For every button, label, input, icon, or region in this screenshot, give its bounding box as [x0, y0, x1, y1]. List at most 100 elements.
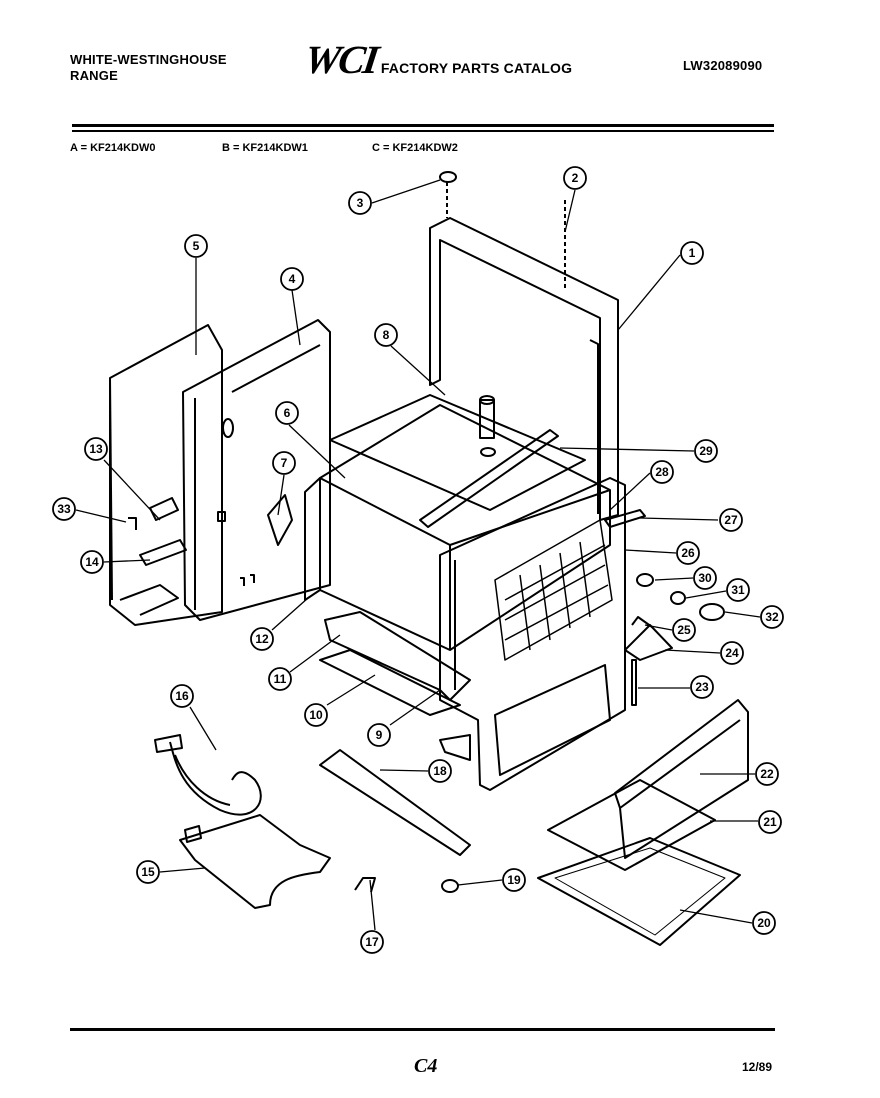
callout-12: 12	[250, 627, 274, 651]
callout-17: 17	[360, 930, 384, 954]
svg-text:5: 5	[193, 239, 200, 253]
callout-7: 7	[272, 451, 296, 475]
brand-name: WHITE-WESTINGHOUSE	[70, 52, 227, 67]
svg-text:17: 17	[365, 935, 379, 949]
svg-text:28: 28	[655, 465, 669, 479]
leader-lines	[75, 179, 761, 931]
part-27-hinge	[604, 509, 646, 528]
footer-rule	[70, 1028, 775, 1031]
product-type: RANGE	[70, 68, 118, 83]
callout-23: 23	[690, 675, 714, 699]
callout-19: 19	[502, 868, 526, 892]
callout-11: 11	[268, 667, 292, 691]
svg-text:27: 27	[724, 513, 738, 527]
callout-8: 8	[374, 323, 398, 347]
part-23-pin	[631, 659, 637, 706]
callout-1: 1	[680, 241, 704, 265]
part-8-top-vent	[329, 394, 586, 511]
parts-drawing	[109, 171, 749, 946]
svg-text:7: 7	[281, 456, 288, 470]
svg-text:11: 11	[274, 672, 287, 686]
svg-text:18: 18	[433, 764, 447, 778]
svg-text:33: 33	[57, 502, 71, 516]
callout-27: 27	[719, 508, 743, 532]
oven-racks	[494, 519, 613, 661]
door-frame	[439, 477, 626, 791]
model-a: A = KF214KDW0	[70, 142, 156, 154]
part-10-panel	[319, 649, 461, 716]
svg-text:21: 21	[763, 815, 777, 829]
svg-text:8: 8	[383, 328, 390, 342]
callout-21: 21	[758, 810, 782, 834]
part-18-trim	[319, 749, 471, 856]
svg-text:31: 31	[731, 583, 745, 597]
part-15-broil-element	[179, 814, 331, 909]
part-9-bracket	[439, 734, 471, 761]
part-14-bracket	[139, 539, 187, 566]
callout-25: 25	[672, 618, 696, 642]
svg-text:20: 20	[757, 916, 771, 930]
door-window	[494, 664, 611, 776]
svg-text:4: 4	[289, 272, 296, 286]
svg-text:6: 6	[284, 406, 291, 420]
svg-text:24: 24	[725, 646, 739, 660]
revision-date: 12/89	[742, 1060, 773, 1074]
callout-33: 33	[52, 497, 76, 521]
svg-text:9: 9	[376, 728, 383, 742]
part-3-screw	[439, 171, 457, 183]
svg-text:12: 12	[255, 632, 269, 646]
svg-text:30: 30	[698, 571, 712, 585]
callout-24: 24	[720, 641, 744, 665]
callout-10: 10	[304, 703, 328, 727]
part-30-spring	[636, 573, 654, 587]
callout-32: 32	[760, 605, 784, 629]
svg-text:14: 14	[85, 555, 99, 569]
part-22-drawer-front	[614, 699, 749, 859]
part-20-broiler-pan	[537, 837, 741, 946]
oven-cavity	[304, 404, 611, 651]
callout-18: 18	[428, 759, 452, 783]
svg-text:25: 25	[677, 623, 691, 637]
part-19-foot	[441, 879, 459, 893]
part-25-clip	[631, 616, 653, 628]
svg-text:19: 19	[507, 873, 521, 887]
callout-26: 26	[676, 541, 700, 565]
callout-6: 6	[275, 401, 299, 425]
callout-14: 14	[80, 550, 104, 574]
model-b: B = KF214KDW1	[222, 142, 308, 154]
part-24-bracket	[624, 624, 673, 661]
part-16-bake-element	[154, 734, 262, 816]
svg-text:13: 13	[89, 442, 103, 456]
model-c: C = KF214KDW2	[372, 142, 458, 154]
svg-text:23: 23	[695, 680, 709, 694]
svg-text:3: 3	[357, 196, 364, 210]
part-5-rear-panel	[109, 324, 223, 626]
part-9-bottom	[324, 611, 471, 701]
svg-text:29: 29	[699, 444, 713, 458]
callout-20: 20	[752, 911, 776, 935]
svg-text:26: 26	[681, 546, 695, 560]
callout-2: 2	[563, 166, 587, 190]
svg-text:32: 32	[765, 610, 779, 624]
svg-text:16: 16	[175, 689, 189, 703]
svg-text:2: 2	[572, 171, 579, 185]
callout-31: 31	[726, 578, 750, 602]
svg-text:10: 10	[309, 708, 323, 722]
part-17-clip	[354, 877, 376, 893]
callout-22: 22	[755, 762, 779, 786]
callout-16: 16	[170, 684, 194, 708]
catalog-header: WCI FACTORY PARTS CATALOG	[302, 37, 572, 82]
callout-15: 15	[136, 860, 160, 884]
callout-4: 4	[280, 267, 304, 291]
svg-text:15: 15	[141, 865, 155, 879]
callout-28: 28	[650, 460, 674, 484]
part-32-knob	[699, 603, 725, 621]
part-7-bracket	[267, 494, 293, 546]
page-code: C4	[414, 1055, 438, 1077]
header-rule-thin	[72, 130, 774, 132]
callout-3: 3	[348, 191, 372, 215]
part-31-knob	[670, 591, 686, 605]
callout-9: 9	[367, 723, 391, 747]
part-29-rod	[419, 429, 559, 528]
